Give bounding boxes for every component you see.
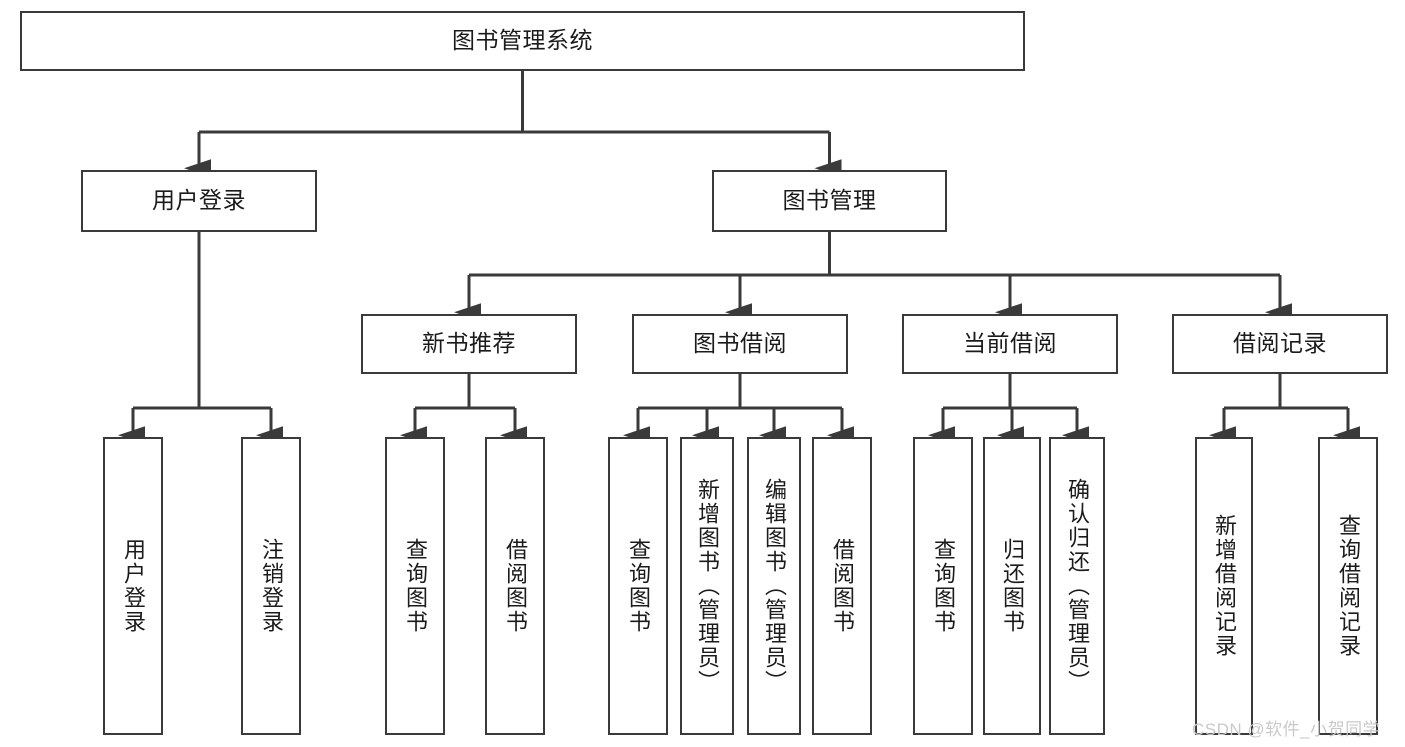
- node-current-borrow[interactable]: 当前借阅: [902, 314, 1118, 374]
- node-label: 图书管理: [782, 187, 877, 214]
- node-label: 归还图书: [999, 538, 1025, 634]
- node-leaf-add-book[interactable]: 新增图书（管理员）: [680, 437, 734, 735]
- node-label: 图书借阅: [693, 330, 787, 357]
- node-label: 新书推荐: [422, 330, 516, 357]
- node-new-book-rec[interactable]: 新书推荐: [361, 314, 577, 374]
- node-leaf-query-book-rec[interactable]: 查询图书: [385, 437, 445, 735]
- node-label: 借阅图书: [829, 538, 855, 634]
- node-book-borrow[interactable]: 图书借阅: [632, 314, 848, 374]
- node-leaf-user-login[interactable]: 用户登录: [103, 437, 163, 735]
- node-leaf-borrow-book[interactable]: 借阅图书: [812, 437, 872, 735]
- node-root[interactable]: 图书管理系统: [20, 11, 1025, 71]
- node-label: 借阅图书: [502, 538, 528, 634]
- node-label: 查询借阅记录: [1335, 514, 1361, 658]
- node-leaf-edit-book[interactable]: 编辑图书（管理员）: [747, 437, 801, 735]
- node-leaf-user-logout[interactable]: 注销登录: [241, 437, 301, 735]
- node-label: 确认归还（管理员）: [1064, 478, 1090, 694]
- node-label: 查询图书: [625, 538, 651, 634]
- node-leaf-confirm-return[interactable]: 确认归还（管理员）: [1049, 437, 1105, 735]
- node-label: 图书管理系统: [452, 27, 593, 54]
- node-leaf-query-record[interactable]: 查询借阅记录: [1318, 437, 1378, 735]
- node-leaf-add-record[interactable]: 新增借阅记录: [1195, 437, 1253, 735]
- node-label: 用户登录: [152, 187, 246, 214]
- node-label: 新增借阅记录: [1211, 514, 1237, 658]
- node-leaf-query-book-borrow[interactable]: 查询图书: [608, 437, 668, 735]
- node-label: 注销登录: [258, 538, 284, 634]
- csdn-watermark: CSDN @软件_小贺同学: [1192, 720, 1381, 739]
- node-label: 当前借阅: [963, 330, 1057, 357]
- node-label: 借阅记录: [1233, 330, 1327, 357]
- node-book-manage[interactable]: 图书管理: [712, 170, 947, 232]
- node-borrow-record[interactable]: 借阅记录: [1172, 314, 1388, 374]
- node-label: 新增图书（管理员）: [694, 478, 720, 694]
- node-label: 编辑图书（管理员）: [761, 478, 787, 694]
- node-label: 用户登录: [120, 538, 146, 634]
- node-label: 查询图书: [930, 538, 956, 634]
- node-leaf-return-book[interactable]: 归还图书: [983, 437, 1041, 735]
- node-leaf-query-book-current[interactable]: 查询图书: [913, 437, 973, 735]
- node-label: 查询图书: [402, 538, 428, 634]
- edges: [118, 71, 1360, 445]
- node-leaf-borrow-book-rec[interactable]: 借阅图书: [485, 437, 545, 735]
- node-user-login[interactable]: 用户登录: [81, 170, 317, 232]
